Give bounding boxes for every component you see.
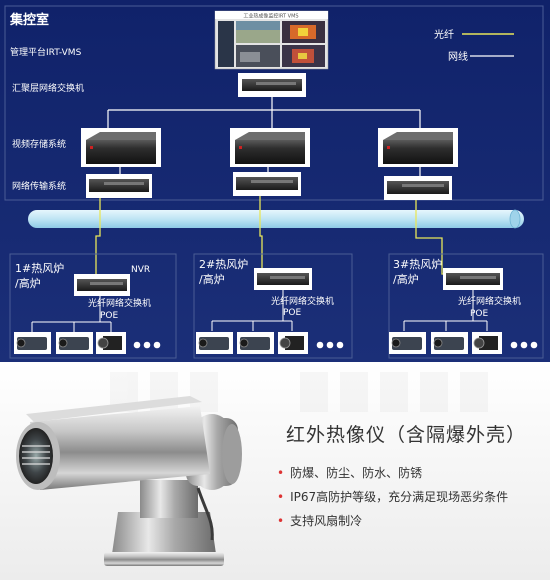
aggregation-switch-label: 汇聚层网络交换机	[12, 82, 84, 94]
control-room-network-lines	[107, 97, 421, 176]
site-frame-2	[193, 253, 353, 359]
transmission-label: 网络传输系统	[12, 180, 66, 192]
site-frame-1	[9, 253, 177, 359]
bullet-icon: •	[277, 490, 285, 504]
network-bus	[28, 210, 524, 228]
camera-icon	[56, 332, 93, 354]
product-title: 红外热像仪（含隔爆外壳）	[286, 424, 527, 446]
site-1-title-line2: /高炉	[15, 276, 41, 290]
legend-network-label: 网线	[448, 50, 468, 63]
control-room-title: 集控室	[9, 12, 49, 28]
site-3-title-line1: 3#热风炉	[393, 258, 442, 271]
site-2-switch-label: 光纤网络交换机	[271, 295, 334, 307]
site-3-switch-poe: POE	[470, 309, 489, 319]
camera-icon	[196, 332, 233, 354]
bullet-icon: •	[277, 466, 285, 480]
camera-icon	[389, 332, 426, 354]
feature-item: • 支持风扇制冷	[277, 512, 362, 529]
transmission-switch-1	[86, 174, 152, 198]
site-2-poe-switch	[254, 268, 312, 290]
transmission-switch-3	[384, 176, 452, 200]
feature-item: • IP67高防护等级，充分满足现场恶劣条件	[277, 488, 508, 505]
control-room-frame	[4, 5, 544, 201]
site-3-title-line2: /高炉	[393, 272, 419, 286]
site-3-poe-switch	[443, 268, 503, 290]
storage-server-1	[81, 128, 161, 167]
site-2-title-line1: 2#热风炉	[199, 258, 248, 271]
vms-label: 管理平台IRT-VMS	[10, 46, 82, 58]
thermal-camera-image	[0, 362, 550, 580]
network-diagram: 集控室 光纤 网线 工业热成像监控IRT VMS 管理平台IRT-VMS	[0, 0, 550, 362]
camera-icon	[278, 332, 308, 354]
bullet-icon: •	[277, 514, 285, 528]
more-devices-icon	[510, 341, 538, 349]
site-3-switch-label: 光纤网络交换机	[458, 295, 521, 307]
camera-icon	[431, 332, 468, 354]
camera-icon	[472, 332, 502, 354]
feature-text: 支持风扇制冷	[290, 514, 363, 528]
aggregation-switch	[238, 73, 306, 97]
camera-icon	[237, 332, 274, 354]
feature-text: 防爆、防尘、防水、防锈	[290, 466, 423, 480]
more-devices-icon	[316, 341, 344, 349]
camera-icon	[96, 332, 126, 354]
vms-monitor: 工业热成像监控IRT VMS	[214, 10, 329, 70]
more-devices-icon	[133, 341, 161, 349]
camera-icon	[14, 332, 51, 354]
feature-item: • 防爆、防尘、防水、防锈	[277, 464, 422, 481]
storage-server-2	[230, 128, 310, 167]
legend-fiber-label: 光纤	[434, 28, 454, 41]
product-section: 红外热像仪（含隔爆外壳） • 防爆、防尘、防水、防锈 • IP67高防护等级，充分满…	[0, 362, 550, 580]
storage-server-3	[378, 128, 458, 167]
site-2-switch-poe: POE	[283, 308, 302, 318]
transmission-switch-2	[233, 172, 301, 196]
site-1-switch-poe: POE	[100, 311, 119, 321]
site-2-title-line2: /高炉	[199, 272, 225, 286]
site-1-title-line1: 1#热风炉	[15, 262, 64, 275]
site-1-poe-switch	[74, 274, 130, 296]
site-1-switch-label: 光纤网络交换机	[88, 297, 151, 309]
feature-text: IP67高防护等级，充分满足现场恶劣条件	[290, 490, 509, 504]
vms-screen-title: 工业热成像监控IRT VMS	[243, 13, 298, 20]
storage-label: 视频存储系统	[12, 138, 66, 150]
site-1-nvr-label: NVR	[131, 265, 150, 275]
site-frame-3	[388, 253, 544, 359]
site-network-lines	[31, 290, 488, 332]
